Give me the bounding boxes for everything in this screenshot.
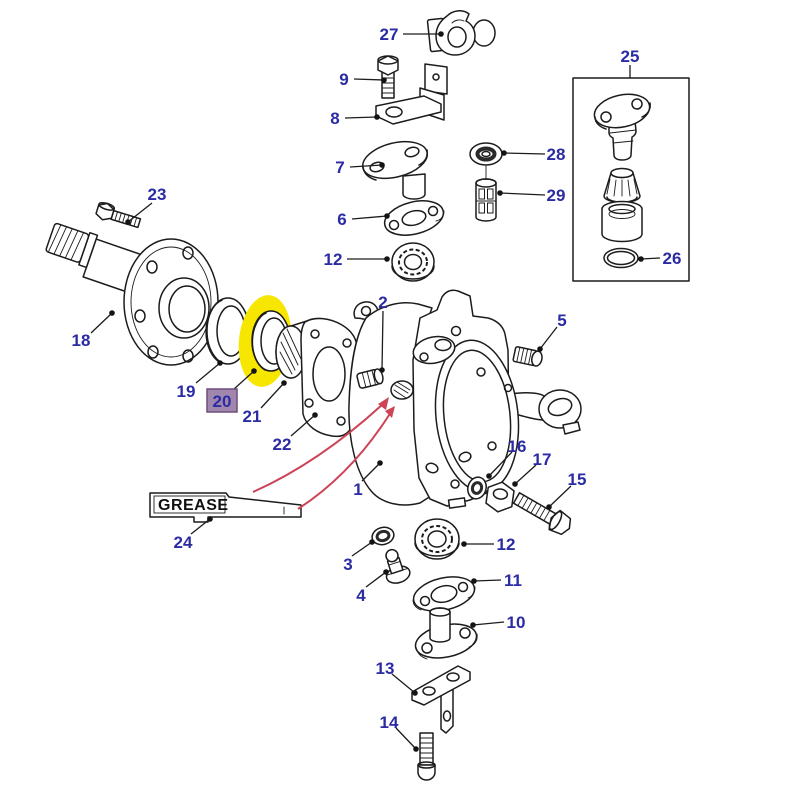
part-1-housing [348, 289, 582, 509]
part-22-gasket [300, 317, 358, 438]
label-20-highlighted: 20 [206, 388, 238, 413]
label-3: 3 [343, 555, 352, 574]
part-19-ring [205, 297, 250, 365]
label-18: 18 [72, 331, 91, 350]
label-27: 27 [380, 25, 399, 44]
label-16: 16 [508, 437, 527, 456]
label-13: 13 [376, 659, 395, 678]
label-1: 1 [353, 480, 362, 499]
part-12-bearing-upper [391, 242, 435, 282]
label-21: 21 [243, 407, 262, 426]
label-28: 28 [547, 145, 566, 164]
label-29: 29 [547, 186, 566, 205]
label-12-lower: 12 [497, 535, 516, 554]
part-7-arm [361, 140, 429, 200]
part-3-washer [371, 526, 395, 546]
label-23: 23 [148, 185, 167, 204]
label-15: 15 [568, 470, 587, 489]
label-11: 11 [504, 571, 522, 590]
label-5: 5 [557, 311, 566, 330]
label-24: 24 [174, 533, 193, 552]
label-10: 10 [507, 613, 526, 632]
part-5-plug [512, 346, 543, 367]
grease-arrows [252, 397, 395, 510]
leader-lines [90, 31, 661, 752]
label-12-upper: 12 [324, 250, 343, 269]
svg-text:20: 20 [213, 392, 232, 411]
part-13-bracket [411, 665, 471, 734]
housing-top-boss [412, 335, 456, 365]
part-18-stub-axle [45, 222, 219, 366]
part-17-nut [485, 481, 515, 513]
part-6-gasket [383, 200, 445, 236]
label-22: 22 [273, 435, 292, 454]
grease-tag-text: GREASE [158, 497, 229, 514]
label-17: 17 [533, 450, 552, 469]
label-4: 4 [356, 586, 366, 605]
part-16-washer [467, 476, 487, 500]
part-2-plug [356, 368, 384, 389]
part-14-bolt [417, 732, 436, 781]
part-4-grease-nipple [385, 548, 411, 584]
label-14: 14 [380, 713, 399, 732]
part-10-swivel-pin [414, 607, 478, 660]
kit-bearing-cup [601, 200, 643, 243]
label-6: 6 [337, 210, 346, 229]
part-24-grease-tag: GREASE [149, 492, 302, 523]
label-9: 9 [339, 70, 348, 89]
kit-o-ring [603, 247, 639, 269]
part-29-filter [475, 165, 497, 222]
label-26: 26 [663, 249, 682, 268]
part-25-kit-box [572, 77, 690, 282]
part-12-bearing-lower [414, 518, 460, 560]
part-28-seal [469, 142, 503, 166]
label-25: 25 [621, 47, 640, 66]
part-23-bolt [95, 201, 142, 229]
callout-labels: 27 9 8 7 6 12 2 5 25 28 29 26 23 18 19 2… [72, 25, 682, 732]
label-8: 8 [330, 109, 339, 128]
label-19: 19 [177, 382, 196, 401]
part-27-clip [426, 10, 496, 56]
part-15-bolt [512, 492, 572, 536]
label-7: 7 [335, 158, 344, 177]
label-2: 2 [378, 293, 387, 312]
part-9-bolt [377, 55, 399, 99]
